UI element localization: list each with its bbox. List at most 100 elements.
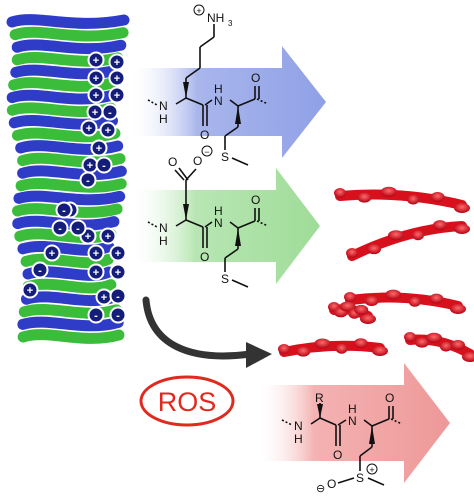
ros-label: ROS bbox=[158, 387, 217, 417]
blue-strand bbox=[13, 190, 126, 206]
fragment-blob bbox=[426, 332, 442, 343]
plus-charge-icon bbox=[109, 244, 127, 262]
fragment-blob bbox=[433, 220, 447, 231]
structure-oxidized bbox=[281, 403, 403, 486]
ox-n-left: N bbox=[294, 419, 303, 433]
ox-s: S bbox=[356, 471, 364, 485]
amyloid-fibril: +++++++++++++++++++++---------- bbox=[6, 14, 130, 344]
structure-glu-met bbox=[147, 167, 269, 288]
minus-charge-icon bbox=[79, 171, 97, 189]
glu-h-left: H bbox=[159, 234, 168, 248]
lys-n-left: N bbox=[159, 99, 168, 113]
lys-top-group: NH bbox=[207, 11, 224, 25]
plus-charge-label: + bbox=[86, 123, 92, 135]
plus-charge-label: + bbox=[93, 90, 99, 102]
plus-charge-label: + bbox=[114, 90, 120, 102]
fragment-blob bbox=[354, 304, 369, 315]
green-arrow bbox=[128, 168, 320, 284]
lys-n-right: N bbox=[214, 94, 223, 108]
glu-n-left: N bbox=[159, 221, 168, 235]
blue-strand bbox=[17, 165, 127, 181]
ox-s-charge: + bbox=[369, 465, 374, 475]
lys-top-sub: 3 bbox=[228, 19, 233, 28]
lys-top-charge: + bbox=[196, 6, 201, 16]
blue-strand bbox=[17, 316, 124, 332]
glu-n-right: N bbox=[214, 216, 223, 230]
plus-charge-icon bbox=[87, 69, 105, 87]
fragment-blob bbox=[404, 332, 416, 342]
fragment-blob bbox=[314, 338, 331, 349]
fragment-blob bbox=[407, 194, 420, 205]
fragment-blob bbox=[408, 296, 421, 307]
fragment-blob bbox=[385, 289, 402, 300]
plus-charge-icon bbox=[87, 51, 105, 69]
plus-charge-label: + bbox=[114, 73, 120, 85]
fibril-fragments bbox=[278, 186, 474, 362]
plus-charge-icon bbox=[80, 119, 98, 137]
fragment-blob bbox=[353, 338, 368, 349]
glu-s: S bbox=[221, 272, 229, 286]
green-strand bbox=[11, 52, 124, 67]
fragment-blob bbox=[451, 340, 465, 350]
plus-charge-icon bbox=[108, 86, 126, 104]
fragment bbox=[347, 221, 467, 261]
lys-h-right: H bbox=[214, 82, 223, 96]
fragment-blob bbox=[380, 186, 397, 197]
fragment-blob bbox=[454, 203, 470, 213]
plus-charge-label: + bbox=[87, 160, 93, 172]
plus-charge-label: + bbox=[85, 231, 91, 243]
fragment-blob bbox=[430, 192, 445, 202]
plus-charge-label: + bbox=[105, 125, 111, 137]
minus-charge-icon bbox=[101, 103, 119, 121]
minus-charge-label: - bbox=[38, 265, 42, 277]
fragment-blob bbox=[367, 244, 381, 255]
fragment-blob bbox=[388, 230, 404, 241]
ox-o-bottom: O bbox=[333, 448, 342, 462]
plus-charge-label: + bbox=[105, 231, 111, 243]
ox-o-sulfoxide: O bbox=[327, 477, 336, 491]
plus-charge-icon bbox=[43, 244, 61, 262]
ros-badge: ROS bbox=[139, 375, 235, 427]
fragment-blob bbox=[335, 343, 348, 354]
ox-o-minus-charge: ⊖ bbox=[316, 483, 325, 495]
glu-o-bottom: O bbox=[200, 250, 209, 264]
plus-charge-label: + bbox=[93, 267, 99, 279]
plus-charge-icon bbox=[108, 69, 126, 87]
fragment-blob bbox=[364, 296, 379, 306]
glu-o-top: O bbox=[251, 193, 260, 207]
glu-carboxyl-o: O bbox=[168, 155, 177, 169]
ox-r-group: R bbox=[315, 391, 324, 405]
minus-charge-icon bbox=[69, 219, 87, 237]
ox-h-left: H bbox=[294, 432, 303, 446]
plus-charge-label: + bbox=[92, 107, 98, 119]
plus-charge-label: + bbox=[93, 73, 99, 85]
fragment bbox=[279, 340, 385, 357]
fragment-blob bbox=[339, 301, 356, 312]
plus-charge-icon bbox=[90, 139, 108, 157]
plus-charge-icon bbox=[99, 121, 117, 139]
fragment-blob bbox=[429, 293, 444, 304]
minus-charge-icon bbox=[31, 261, 49, 279]
minus-charge-label: - bbox=[116, 310, 120, 322]
fragment-blob bbox=[357, 192, 372, 203]
minus-charge-label: - bbox=[58, 223, 62, 235]
lys-o-top: O bbox=[251, 71, 260, 85]
ox-h-right: H bbox=[348, 402, 357, 416]
ox-o-top: O bbox=[385, 391, 394, 405]
minus-charge-icon bbox=[87, 306, 105, 324]
lys-h-left: H bbox=[159, 112, 168, 126]
glu-h-right: H bbox=[214, 204, 223, 218]
minus-charge-label: - bbox=[94, 310, 98, 322]
green-strand bbox=[20, 253, 114, 269]
minus-charge-icon bbox=[109, 287, 127, 305]
minus-charge-label: - bbox=[116, 291, 120, 303]
fragment bbox=[335, 189, 467, 210]
plus-charge-label: + bbox=[101, 292, 107, 304]
plus-charge-label: + bbox=[27, 285, 33, 297]
plus-charge-label: + bbox=[114, 57, 120, 69]
minus-charge-icon bbox=[51, 219, 69, 237]
minus-charge-icon bbox=[109, 306, 127, 324]
green-strand bbox=[17, 329, 125, 344]
fragment-blob bbox=[450, 304, 466, 314]
